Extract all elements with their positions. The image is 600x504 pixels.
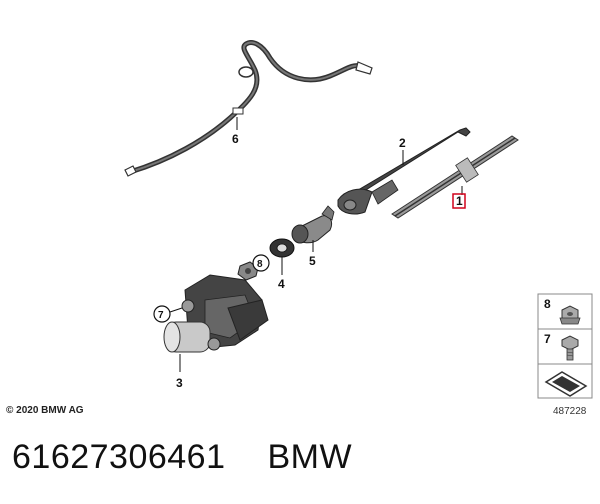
legend-label-bottom: 7 xyxy=(544,332,551,346)
callout-7-circle xyxy=(153,305,171,323)
copyright-text: © 2020 BMW AG xyxy=(6,405,84,416)
seal-washer[interactable] xyxy=(269,238,295,275)
cover-cap[interactable] xyxy=(291,205,335,252)
part-number: 61627306461 xyxy=(12,438,226,476)
callout-3: 3 xyxy=(176,376,183,390)
shape-arrow-icon xyxy=(544,371,588,397)
callout-6: 6 xyxy=(232,132,239,146)
nut-small xyxy=(237,261,259,281)
callout-1-highlight xyxy=(452,193,466,209)
legend-label-top: 8 xyxy=(544,297,551,311)
brand-name: BMW xyxy=(267,438,353,476)
wiper-blade[interactable] xyxy=(391,135,519,219)
callout-8-circle xyxy=(252,254,270,272)
callout-7: 7 xyxy=(158,310,164,321)
wiper-motor[interactable] xyxy=(163,274,269,372)
callout-2: 2 xyxy=(399,136,406,150)
wiper-arm[interactable] xyxy=(337,127,471,215)
callout-8: 8 xyxy=(257,259,263,270)
callout-4: 4 xyxy=(278,277,285,291)
fastener-legend: 8 7 xyxy=(537,293,593,399)
parts-diagram: 1 2 3 4 5 6 7 8 8 7 xyxy=(124,40,593,399)
part-footer: 61627306461 BMW xyxy=(12,438,352,477)
nut-icon xyxy=(559,305,581,325)
bolt-icon xyxy=(561,335,579,361)
callout-1: 1 xyxy=(456,194,463,208)
washer-hose[interactable] xyxy=(124,40,373,177)
diagram-number: 487228 xyxy=(553,406,587,417)
callout-5: 5 xyxy=(309,254,316,268)
